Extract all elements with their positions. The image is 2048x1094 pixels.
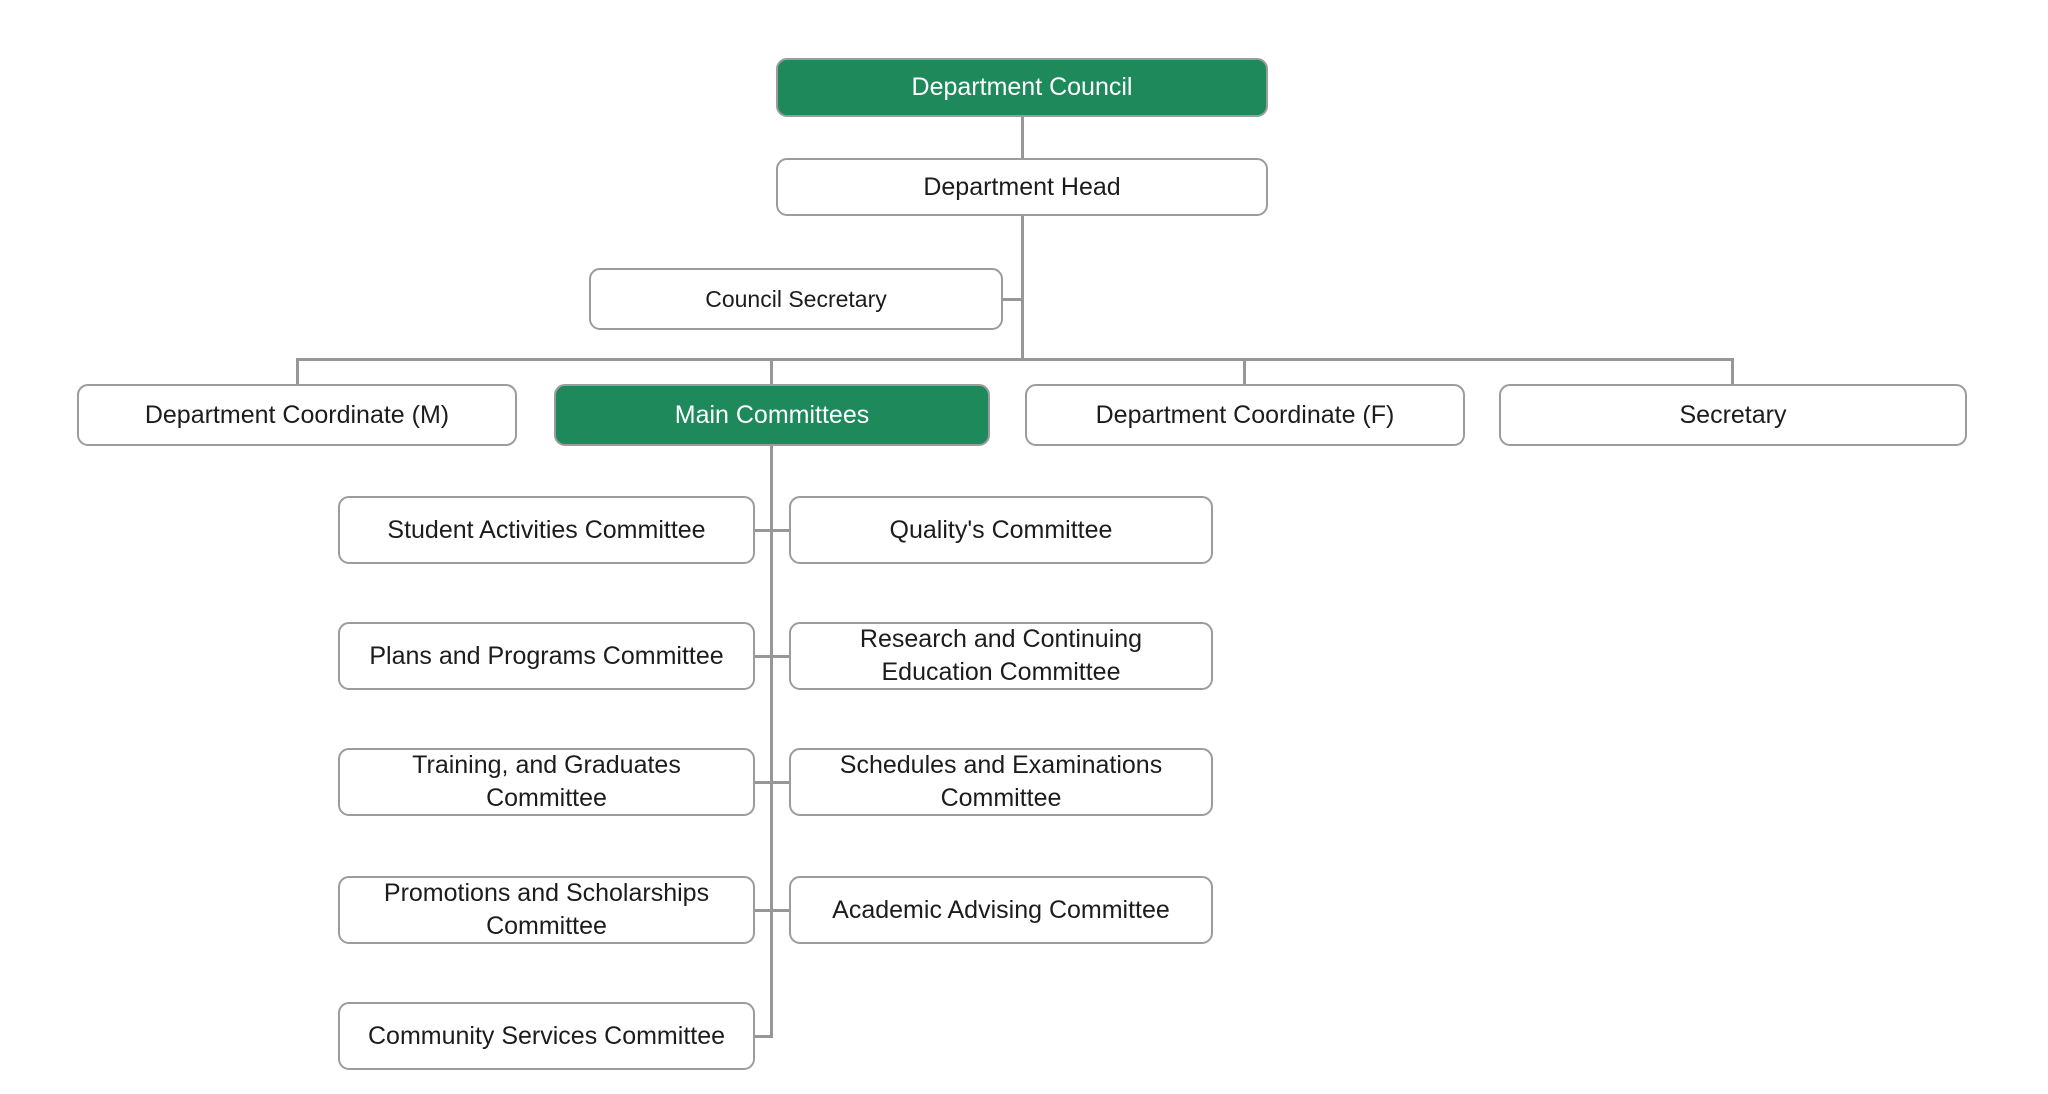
- node-schedules-and-examinations-committee-label: Schedules and Examinations Committee: [839, 751, 1163, 812]
- connector-elbow-community-services: [755, 1035, 773, 1038]
- node-academic-advising-committee: Academic Advising Committee: [789, 876, 1213, 944]
- connector-drop-coordinate-m: [296, 358, 299, 384]
- node-community-services-committee-label: Community Services Committee: [367, 1021, 726, 1050]
- node-qualitys-committee-label: Quality's Committee: [889, 515, 1113, 544]
- node-secretary-label: Secretary: [1679, 400, 1787, 429]
- node-department-council: Department Council: [776, 58, 1268, 117]
- connector-council-secretary-stub: [1002, 298, 1023, 301]
- node-plans-and-programs-committee-label: Plans and Programs Committee: [369, 641, 724, 670]
- node-main-committees: Main Committees: [554, 384, 990, 446]
- node-department-coordinate-f: Department Coordinate (F): [1025, 384, 1465, 446]
- node-student-activities-committee: Student Activities Committee: [338, 496, 755, 564]
- node-training-and-graduates-committee: Training, and Graduates Committee: [338, 748, 755, 816]
- node-research-and-continuing-education-committee-label: Research and Continuing Education Commit…: [859, 625, 1143, 686]
- connector-row-stub-2: [755, 655, 789, 658]
- connector-drop-main-committees: [770, 358, 773, 384]
- connector-row-stub-3: [755, 781, 789, 784]
- node-training-and-graduates-committee-label: Training, and Graduates Committee: [412, 751, 681, 812]
- node-student-activities-committee-label: Student Activities Committee: [387, 515, 706, 544]
- node-promotions-and-scholarships-committee: Promotions and Scholarships Committee: [338, 876, 755, 944]
- connector-row-stub-4: [755, 909, 789, 912]
- node-main-committees-label: Main Committees: [674, 400, 870, 429]
- node-schedules-and-examinations-committee: Schedules and Examinations Committee: [789, 748, 1213, 816]
- connector-row-stub-1: [755, 529, 789, 532]
- connector-council-to-head: [1021, 117, 1024, 158]
- node-department-coordinate-m: Department Coordinate (M): [77, 384, 517, 446]
- node-secretary: Secretary: [1499, 384, 1967, 446]
- connector-head-to-bus: [1021, 216, 1024, 361]
- node-council-secretary-label: Council Secretary: [705, 285, 887, 312]
- node-department-council-label: Department Council: [911, 73, 1133, 101]
- node-department-coordinate-f-label: Department Coordinate (F): [1095, 400, 1395, 429]
- node-academic-advising-committee-label: Academic Advising Committee: [832, 895, 1170, 924]
- connector-drop-secretary: [1731, 358, 1734, 384]
- connector-committees-spine: [770, 446, 773, 1038]
- node-department-head-label: Department Head: [923, 172, 1121, 201]
- connector-drop-coordinate-f: [1243, 358, 1246, 384]
- node-community-services-committee: Community Services Committee: [338, 1002, 755, 1070]
- node-promotions-and-scholarships-committee-label: Promotions and Scholarships Committee: [383, 879, 710, 940]
- node-department-coordinate-m-label: Department Coordinate (M): [144, 400, 450, 429]
- node-research-and-continuing-education-committee: Research and Continuing Education Commit…: [789, 622, 1213, 690]
- node-qualitys-committee: Quality's Committee: [789, 496, 1213, 564]
- connector-horizontal-bus: [296, 358, 1733, 361]
- node-department-head: Department Head: [776, 158, 1268, 216]
- node-plans-and-programs-committee: Plans and Programs Committee: [338, 622, 755, 690]
- node-council-secretary: Council Secretary: [589, 268, 1003, 330]
